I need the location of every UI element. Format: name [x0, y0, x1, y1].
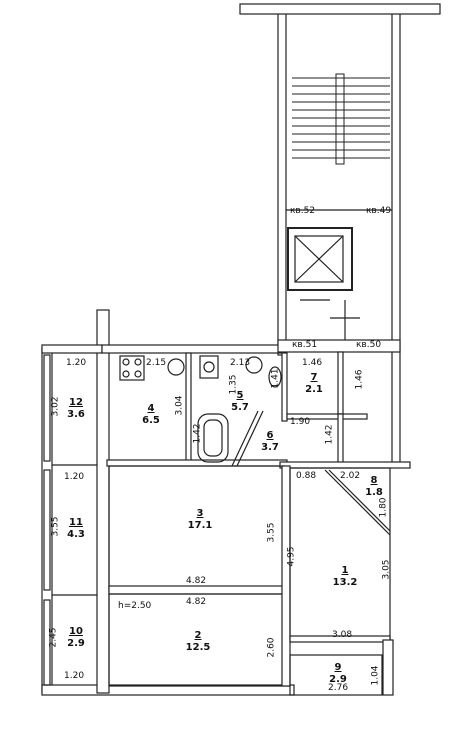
dim-8-height: 1.80 — [378, 497, 389, 518]
dim-5-height-c: 1.42 — [192, 423, 203, 444]
dim-5-height-a: 1.35 — [228, 374, 239, 395]
dim-11-width: 1.20 — [64, 472, 85, 482]
flat-label-52: кв.52 — [290, 206, 316, 216]
flat-label-50: кв.50 — [356, 340, 382, 350]
dim-6-height: 1.42 — [324, 424, 335, 445]
dim-4-height: 3.04 — [174, 395, 185, 416]
dim-11-height: 3.55 — [50, 516, 61, 537]
dim-7-width: 1.46 — [302, 358, 323, 368]
dim-2-width: 4.82 — [186, 597, 207, 607]
ceiling-height: h=2.50 — [118, 601, 152, 611]
dim-8-width: 2.02 — [340, 471, 361, 481]
dim-10-width: 1.20 — [64, 671, 85, 681]
dim-4-width: 2.15 — [146, 358, 167, 368]
dim-1-top-a: 0.88 — [296, 471, 317, 481]
stairs — [292, 73, 390, 165]
dim-2-height: 2.60 — [266, 637, 277, 658]
dim-5-width: 2.13 — [230, 358, 251, 368]
flat-label-51: кв.51 — [292, 340, 318, 350]
dim-3-width: 4.82 — [186, 576, 207, 586]
dim-7-height: 1.46 — [354, 369, 365, 390]
dim-12-height: 3.02 — [50, 396, 61, 417]
dim-9-width: 2.76 — [328, 683, 349, 693]
dim-6-width: 1.90 — [290, 417, 311, 427]
dim-9-height: 1.04 — [370, 665, 381, 686]
dim-1-right: 3.05 — [381, 559, 392, 580]
dim-3-height: 3.55 — [266, 522, 277, 543]
dim-10-height: 2.45 — [48, 627, 59, 648]
dim-1-bottom: 3.08 — [332, 630, 353, 640]
flat-label-49: кв.49 — [366, 206, 392, 216]
dim-12-width: 1.20 — [66, 358, 87, 368]
dim-5-height-b: 1.41 — [270, 368, 281, 389]
dim-1-height: 4.95 — [286, 546, 297, 567]
